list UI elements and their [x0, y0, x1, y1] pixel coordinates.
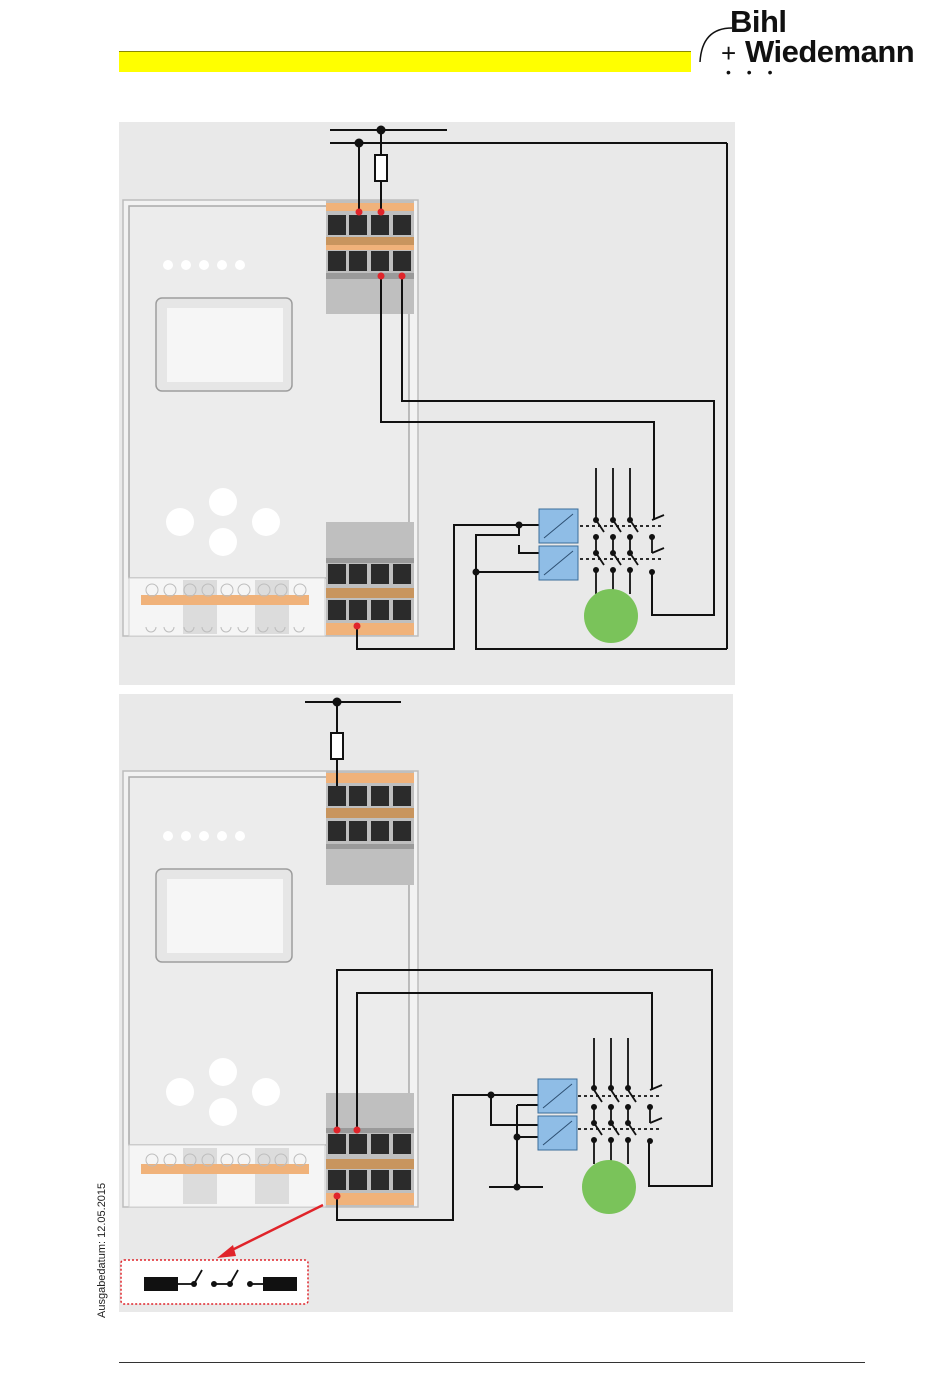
display-screen-bottom	[167, 879, 283, 953]
bottom-terminal-strip	[129, 578, 325, 636]
safety-module-housing-bottom	[123, 771, 418, 1207]
display-screen	[167, 308, 283, 382]
motor-symbol-bottom	[582, 1160, 636, 1214]
series-contact-detail	[121, 1260, 308, 1304]
motor-symbol-top	[584, 589, 638, 643]
terminal-block-bottom-right	[326, 522, 414, 636]
terminal-block-top-right	[326, 200, 414, 314]
terminal-block-bottom-right-2	[326, 1093, 414, 1207]
footer-rule	[119, 1362, 865, 1363]
wiring-diagram-bottom	[119, 694, 733, 1312]
bottom-terminal-strip-2	[129, 1145, 325, 1207]
terminal-block-top-right-2	[326, 771, 414, 885]
wiring-diagram-top	[119, 122, 735, 685]
issue-date: Ausgabedatum: 12.05.2015	[96, 1158, 108, 1318]
safety-module-housing	[123, 200, 418, 636]
